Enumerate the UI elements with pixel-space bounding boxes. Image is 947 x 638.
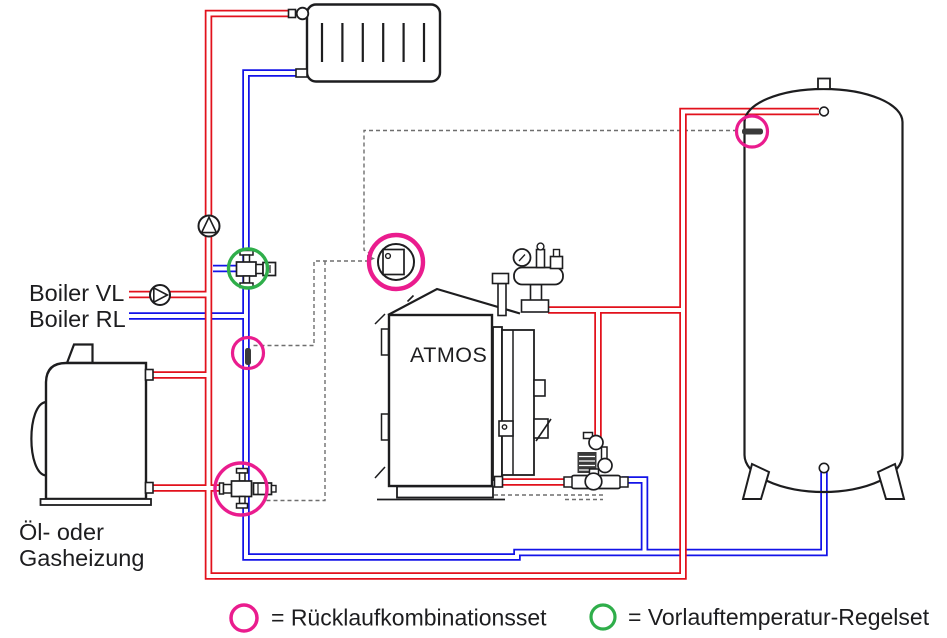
tank-leg-left [741,462,771,500]
atmos-hinge-bottom [380,413,390,441]
legend: = Rücklaufkombinationsset = Vorlauftempe… [229,603,930,633]
thermometer-icon [588,434,604,451]
atmos-rear-panel [492,326,503,481]
ruecklauf-set-valve [218,467,277,509]
tank-top-port [818,106,830,117]
boiler-vl-port [144,368,154,381]
legend-item-vorlauf: = Vorlauftemperatur-Regelset [628,604,930,630]
atmos-hinge-top [380,328,390,356]
tank-leg-right [876,462,906,500]
thermo-actuator [252,482,273,496]
air-vent-icon [535,248,546,269]
boiler-flue [65,343,94,365]
boiler-base [39,498,152,506]
radiator-outlet-fitting [295,68,308,78]
pipe-temp-sensor [245,348,251,365]
buffer-tank [741,77,906,500]
valve-body [230,480,253,498]
pump-triangle-icon [153,286,170,304]
safety-manifold [513,266,564,286]
safety-group [512,242,564,313]
red-pipes [129,9,819,580]
pink-ring-thermostat [366,232,426,292]
valve-control-line [263,261,326,502]
valve-body [235,261,257,277]
pink-ring-valve [213,461,269,517]
pipe-sensor-control-line [252,260,369,347]
legend-green-circle-icon [589,603,617,631]
radiator-inlet-fitting [287,8,297,19]
atmos-damper [533,418,549,439]
atmos-top-valve [491,272,510,285]
tank-top-fitting [817,77,831,90]
pink-ring-pipe-sensor [230,335,266,371]
thermometer-icon [597,457,613,474]
radiator-fins [320,23,426,62]
radiator-valve-icon [295,6,310,21]
atmos-boiler: ATMOS [374,242,564,501]
tank-bottom-port [818,462,830,474]
thermo-head [262,261,277,277]
pump-motor [577,452,597,473]
blue-pipes [129,69,828,561]
atmos-lower-port [493,475,504,488]
label-heater-line2: Gasheizung [19,545,144,571]
atmos-rear-box [501,329,535,476]
atmos-label: ATMOS [410,343,487,367]
thermostat-controller [377,243,415,281]
atmos-base [396,485,494,499]
highlight-rings [213,114,770,517]
pump-boiler-circuit [149,284,171,306]
boiler-rl-port [144,481,154,494]
radiator [287,3,442,83]
oil-gas-boiler [30,343,154,506]
atmos-front-body [387,313,494,488]
atmos-roof [387,287,521,316]
pink-ring-tank-sensor [734,114,770,149]
label-boiler-vl: Boiler VL [29,280,124,306]
pump-triangle-icon [200,215,218,234]
green-ring-regelset [226,247,270,290]
tank-shell [743,122,904,455]
label-boiler-rl: Boiler RL [29,306,126,332]
pump-radiator-circuit [197,214,221,238]
boiler-body [44,361,148,501]
tank-temp-sensor [742,128,763,135]
laddomat-unit [563,431,629,491]
legend-item-ruecklauf: = Rücklaufkombinationsset [271,605,547,631]
boiler-burner [30,400,48,477]
label-heater-line1: Öl- oder [19,519,104,545]
legend-pink-circle-icon [229,603,259,633]
relief-valve-icon [549,255,564,270]
